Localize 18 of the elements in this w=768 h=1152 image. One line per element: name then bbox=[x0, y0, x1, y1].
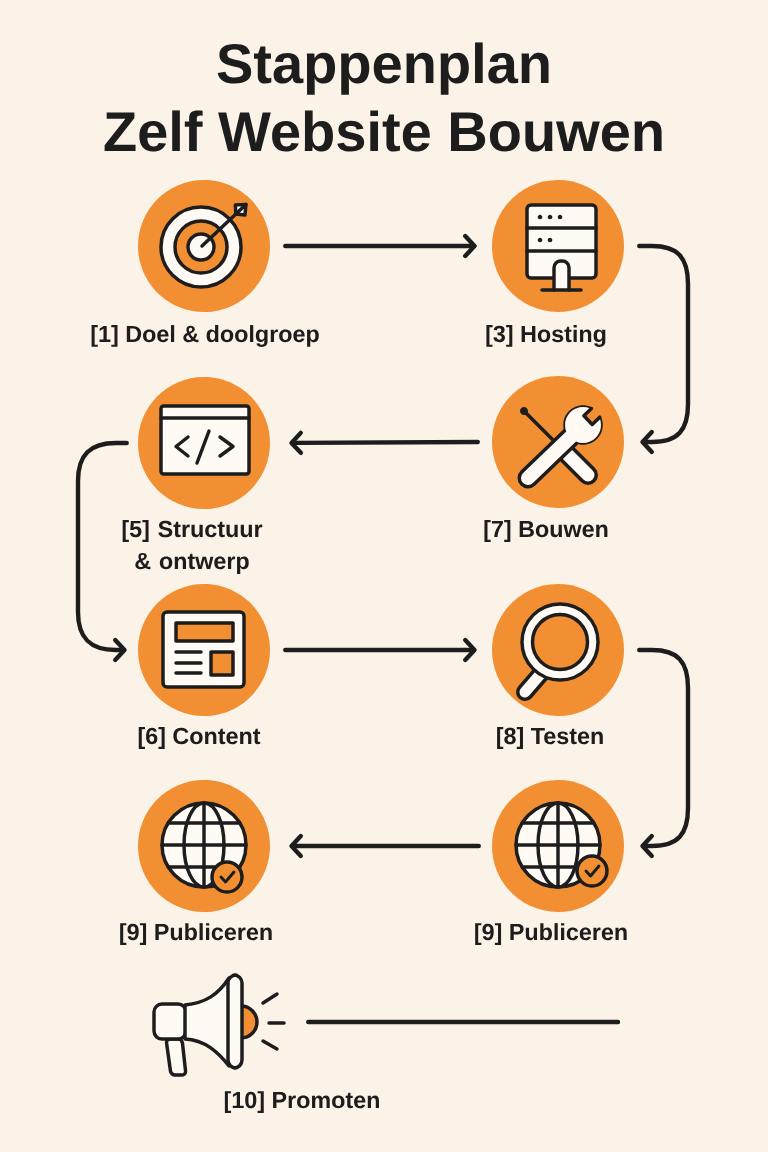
arrow bbox=[637, 647, 691, 859]
arrow bbox=[289, 430, 480, 456]
step-label: [7] Bouwen bbox=[484, 520, 608, 542]
step-label: [8] Testen bbox=[497, 727, 603, 749]
arrow bbox=[283, 637, 477, 663]
title: Stappenplan Zelf Website Bouwen bbox=[104, 42, 662, 152]
step-label: [3] Hosting bbox=[486, 325, 606, 347]
connector-line bbox=[306, 1019, 621, 1025]
step-label: [9] Publiceren bbox=[475, 923, 627, 945]
step-label: [1] Doel & doolgroep bbox=[91, 325, 319, 347]
arrow bbox=[283, 233, 477, 259]
arrow bbox=[75, 440, 129, 663]
step-label: [6] Content bbox=[138, 727, 261, 749]
step-label: [9] Publiceren bbox=[120, 923, 272, 945]
arrow bbox=[637, 243, 691, 455]
step-label: [5] Structuur & ontwerp bbox=[122, 520, 263, 574]
arrow bbox=[289, 833, 481, 859]
step-label: [10] Promoten bbox=[224, 1091, 379, 1113]
